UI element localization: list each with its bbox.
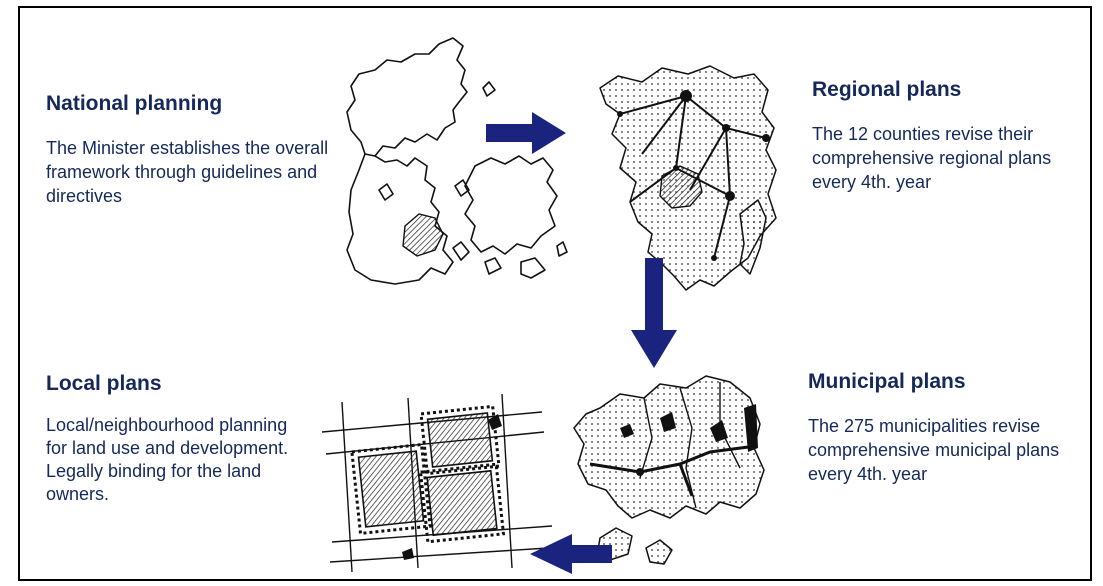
diagram-frame [18, 6, 1092, 581]
local-plans-title: Local plans [46, 372, 162, 395]
municipal-map-icon [573, 375, 765, 565]
regional-map-icon [599, 65, 777, 291]
local-plans-description: Local/neighbourhood planning for land us… [46, 415, 289, 504]
national-planning-description: The Minister establishes the overall fra… [46, 138, 329, 206]
national-planning-title: National planning [46, 92, 223, 115]
municipal-plans-description: The 275 municipalities revise comprehens… [808, 416, 1060, 484]
denmark-map-icon [346, 37, 568, 285]
regional-plans-title: Regional plans [812, 78, 962, 101]
local-plan-map-icon [321, 393, 553, 573]
municipal-plans-title: Municipal plans [808, 370, 966, 393]
regional-plans-description: The 12 counties revise their comprehensi… [812, 124, 1052, 192]
